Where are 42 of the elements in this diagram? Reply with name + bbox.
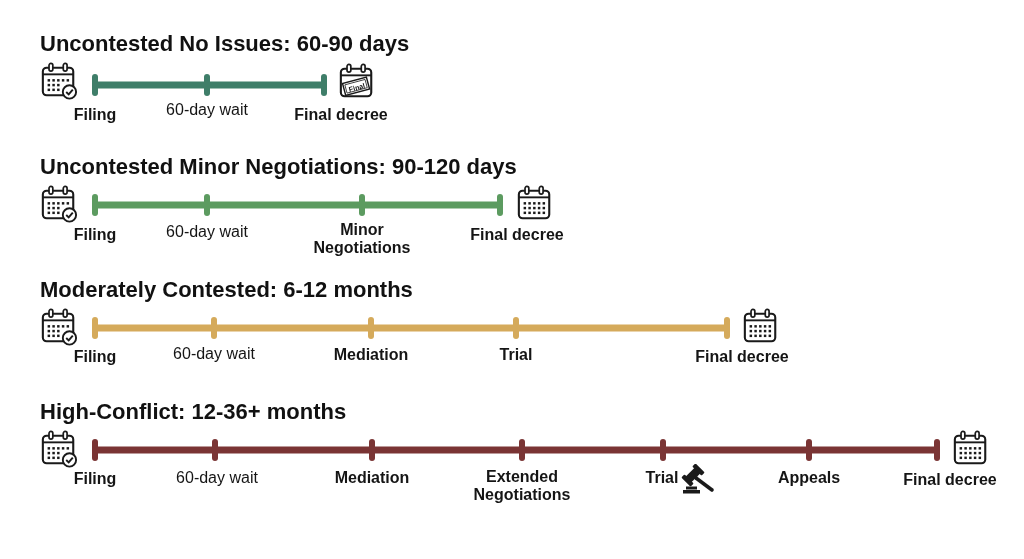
- section-heading: Uncontested No Issues: 60-90 days: [40, 31, 410, 57]
- milestone-label: Filing: [73, 347, 117, 366]
- tick-mark: [204, 74, 210, 96]
- tick-mark: [92, 194, 98, 216]
- milestone-label: 60-day wait: [166, 222, 248, 241]
- tick-mark: [934, 439, 940, 461]
- milestone-label: Mediation: [334, 468, 410, 487]
- tick-mark: [368, 317, 374, 339]
- tick-mark: [497, 194, 503, 216]
- tick-mark: [321, 74, 327, 96]
- section-heading: Moderately Contested: 6-12 months: [40, 277, 413, 303]
- section-heading: Uncontested Minor Negotiations: 90-120 days: [40, 154, 517, 180]
- tick-mark: [519, 439, 525, 461]
- milestone-label: Extended Negotiations: [473, 468, 571, 504]
- section-heading: High-Conflict: 12-36+ months: [40, 399, 347, 425]
- tick-mark: [660, 439, 666, 461]
- tick-mark: [359, 194, 365, 216]
- milestone-label: Trial: [499, 345, 533, 364]
- milestone-label: Final decree: [470, 225, 564, 244]
- tick-mark: [204, 194, 210, 216]
- milestone-label: Final decree: [695, 347, 789, 366]
- tick-mark: [212, 439, 218, 461]
- tick-mark: [211, 317, 217, 339]
- milestone-label: Trial: [645, 468, 679, 487]
- milestone-label: Appeals: [777, 468, 841, 487]
- tick-mark: [806, 439, 812, 461]
- milestone-label: 60-day wait: [176, 468, 258, 487]
- milestone-label: Minor Negotiations: [313, 221, 411, 257]
- milestone-label: Final decree: [294, 105, 388, 124]
- milestone-label: 60-day wait: [173, 344, 255, 363]
- milestone-label: Filing: [73, 225, 117, 244]
- tick-mark: [92, 439, 98, 461]
- milestone-label: Mediation: [333, 345, 409, 364]
- tick-mark: [92, 317, 98, 339]
- tick-mark: [92, 74, 98, 96]
- tick-mark: [724, 317, 730, 339]
- tick-mark: [513, 317, 519, 339]
- tick-mark: [369, 439, 375, 461]
- milestone-label: Final decree: [903, 470, 997, 489]
- milestone-label: Filing: [73, 105, 117, 124]
- milestone-label: 60-day wait: [166, 100, 248, 119]
- milestone-label: Filing: [73, 469, 117, 488]
